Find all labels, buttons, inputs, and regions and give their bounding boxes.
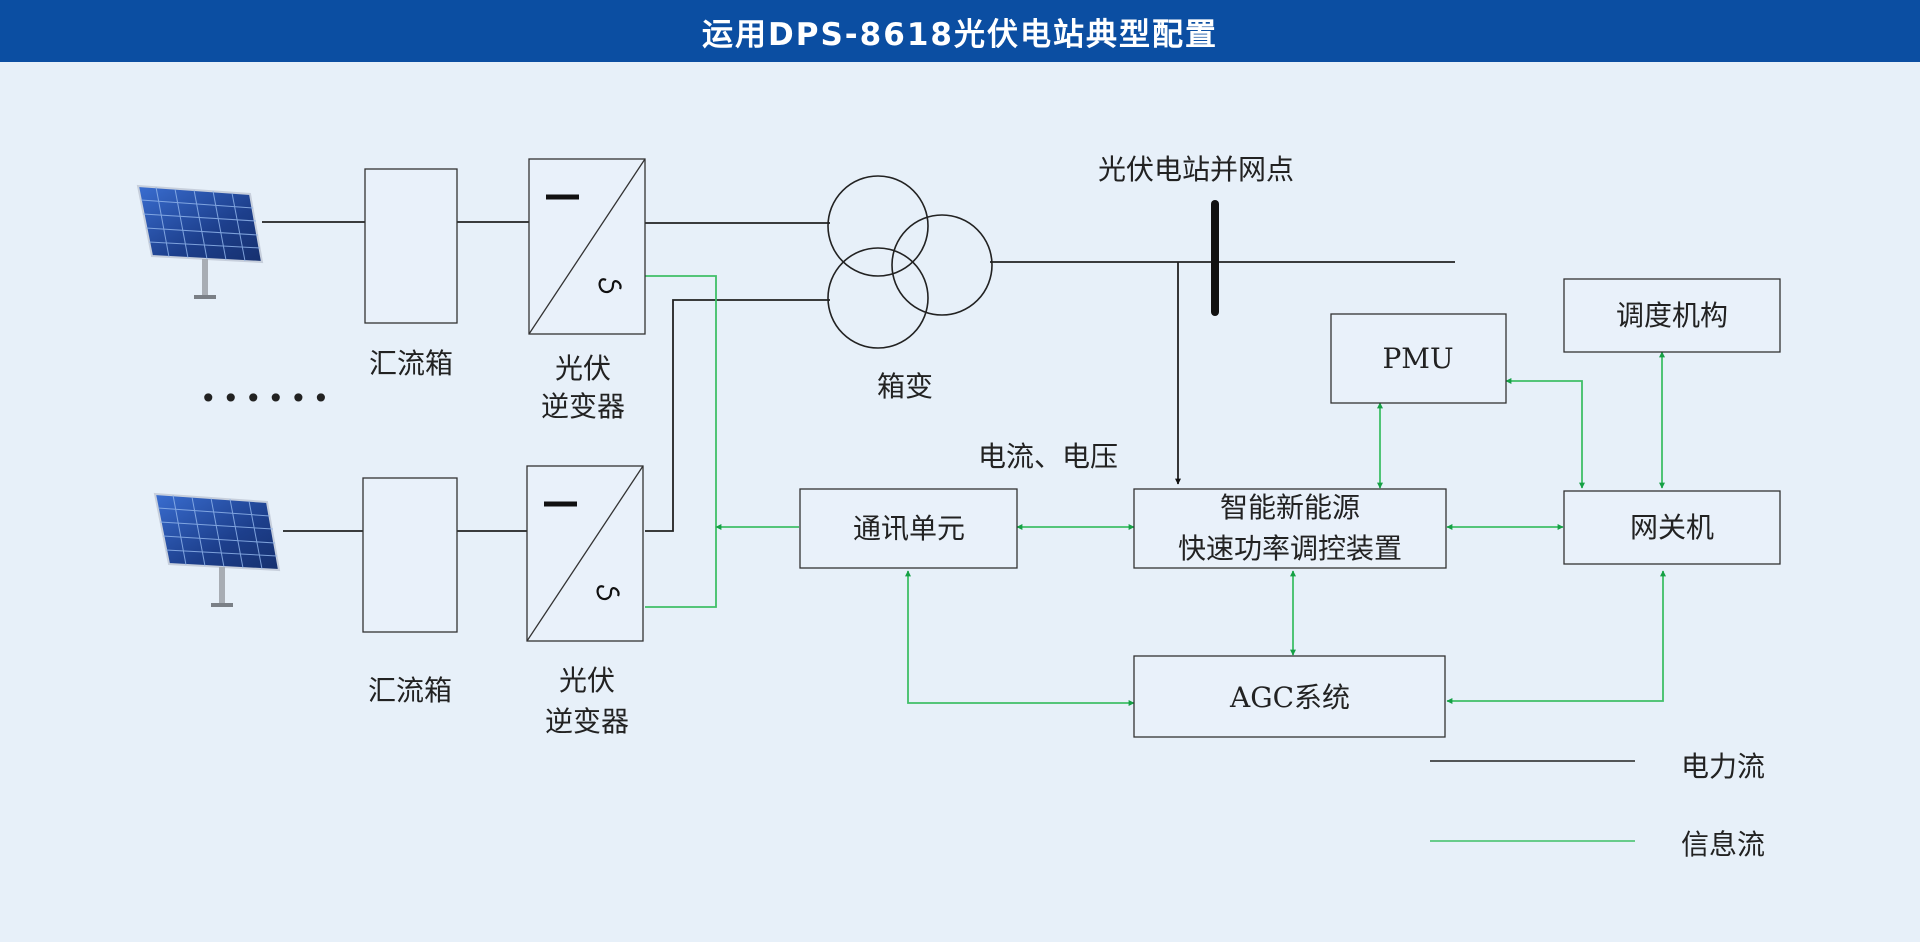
inverter-label-line2: 逆变器 bbox=[541, 390, 625, 423]
inverter-label-line1: 光伏 bbox=[559, 664, 615, 697]
combiner-label: 汇流箱 bbox=[368, 674, 452, 707]
power-flow-lines bbox=[262, 221, 1455, 532]
inverter-label-line2: 逆变器 bbox=[545, 705, 629, 738]
gateway-label: 网关机 bbox=[1630, 511, 1714, 544]
agc-box bbox=[1133, 655, 1446, 738]
comm-unit-label: 通讯单元 bbox=[853, 512, 965, 545]
grid-point-label: 光伏电站并网点 bbox=[1098, 153, 1294, 186]
controller-label-line2: 快速功率调控装置 bbox=[1178, 532, 1402, 565]
legend: 电力流 信息流 bbox=[1430, 750, 1765, 861]
page-title: 运用DPS-8618光伏电站典型配置 bbox=[0, 0, 1920, 62]
dispatch-box bbox=[1563, 278, 1781, 353]
dc-ac-inverter-icon bbox=[527, 466, 643, 641]
pmu-label: PMU bbox=[1382, 342, 1453, 375]
combiner-box bbox=[364, 168, 458, 324]
transformer-icon bbox=[827, 175, 993, 349]
ellipsis-dots: •••••• bbox=[200, 382, 335, 415]
pmu-box bbox=[1330, 313, 1507, 404]
power-controller-box bbox=[1133, 488, 1447, 569]
agc-label: AGC系统 bbox=[1229, 681, 1350, 714]
combiner-box bbox=[362, 477, 458, 633]
solar-panel-icon bbox=[137, 185, 263, 300]
measure-label: 电流、电压 bbox=[978, 440, 1118, 473]
legend-power-label: 电力流 bbox=[1681, 750, 1765, 783]
dispatch-label: 调度机构 bbox=[1616, 299, 1728, 332]
inverter-label-line1: 光伏 bbox=[555, 352, 611, 385]
dc-ac-inverter-icon bbox=[529, 159, 645, 334]
info-flow-lines bbox=[645, 275, 1666, 706]
solar-panel-icon bbox=[154, 493, 280, 608]
comm-unit-box bbox=[799, 488, 1018, 569]
controller-label-line1: 智能新能源 bbox=[1220, 491, 1360, 524]
gateway-box bbox=[1563, 490, 1781, 565]
combiner-label: 汇流箱 bbox=[369, 347, 453, 380]
legend-info-label: 信息流 bbox=[1681, 828, 1765, 861]
transformer-label: 箱变 bbox=[877, 370, 933, 403]
